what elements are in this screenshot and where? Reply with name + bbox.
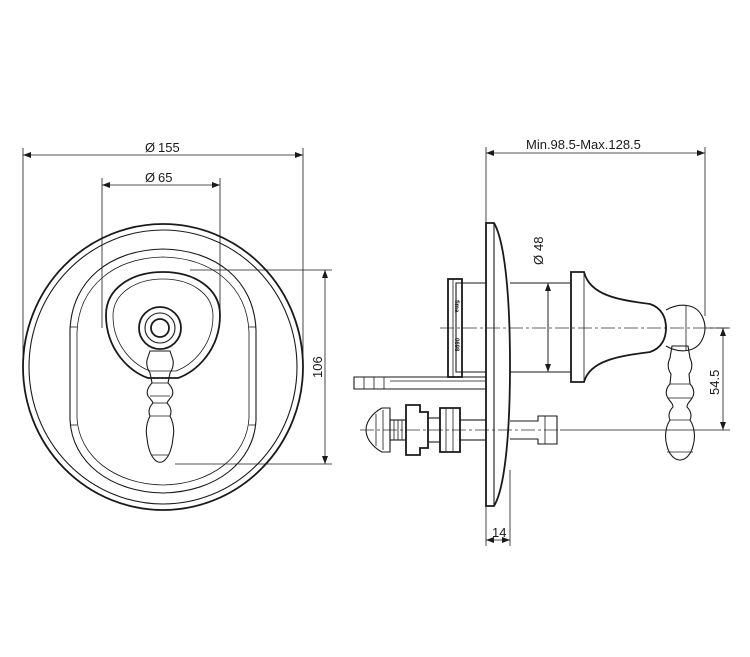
dim-label-106: 106 — [310, 356, 325, 378]
rosette-outer — [22, 223, 304, 511]
front-plate — [69, 248, 257, 494]
rosette-inner — [28, 229, 298, 505]
escutcheon — [105, 271, 221, 379]
svg-text:Ø: Ø — [145, 170, 155, 185]
spindle-center — [150, 318, 170, 338]
wall-flange — [485, 222, 511, 507]
spindle-outer — [138, 306, 182, 350]
lever-handle-front — [145, 350, 175, 463]
marking-text-1: fima — [453, 300, 459, 313]
cartridge-body — [405, 404, 429, 456]
spindle-ring — [144, 312, 176, 344]
front-view: Ø 155 Ø 65 106 — [22, 140, 332, 511]
svg-text:48: 48 — [531, 237, 546, 251]
dim-label-14: 14 — [492, 525, 506, 540]
dim-label-54-5: 54.5 — [707, 370, 722, 395]
rod — [353, 376, 487, 390]
front-plate-inner — [76, 256, 250, 486]
svg-text:Ø: Ø — [145, 140, 155, 155]
dim-label-length: Min.98.5-Max.128.5 — [526, 137, 641, 152]
side-knob — [665, 304, 706, 352]
marking-text-2: 0698 — [453, 338, 459, 352]
side-view: fima 0698 Min.98.5-Max.128.5 — [353, 137, 730, 546]
dim-label-dia-65: 65 — [158, 170, 172, 185]
dome-cap — [570, 271, 667, 383]
dim-label-dia-48: Ø — [531, 255, 546, 265]
lever-handle-side — [665, 345, 695, 461]
spindle-rod — [510, 415, 558, 445]
valve-body — [510, 282, 572, 373]
rear-body — [455, 282, 486, 373]
dim-label-dia-155: 155 — [158, 140, 180, 155]
